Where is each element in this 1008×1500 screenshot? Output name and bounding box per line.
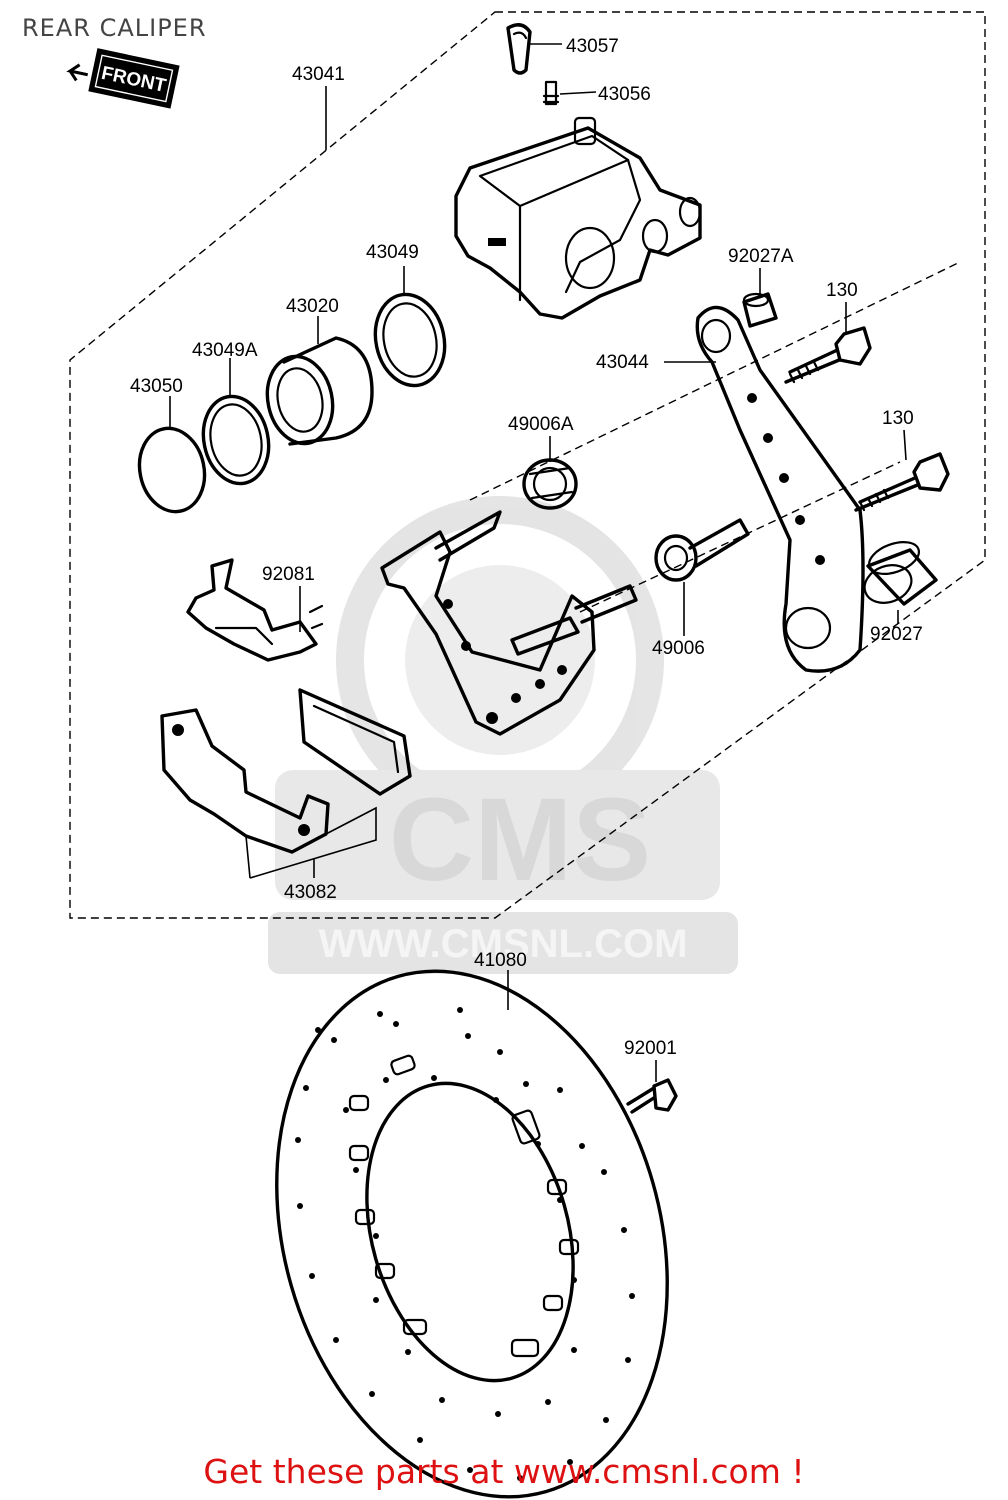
watermark-logo-text: CMS bbox=[389, 774, 651, 906]
watermark-banner bbox=[275, 770, 720, 900]
bolt-lower bbox=[854, 452, 950, 512]
part-labels: 43041 43057 43056 43049 43020 43049A 430… bbox=[130, 36, 923, 1059]
caliper-body bbox=[454, 116, 702, 320]
part-label: 92027 bbox=[870, 624, 923, 645]
piston-cap bbox=[137, 426, 207, 514]
footer-link-text[interactable]: Get these parts at www.cmsnl.com ! bbox=[203, 1452, 805, 1491]
disc-bolt bbox=[626, 1078, 678, 1114]
page-title: REAR CALIPER bbox=[22, 14, 207, 42]
caliper-piston bbox=[265, 336, 374, 446]
watermark-url-bar bbox=[268, 912, 738, 974]
bleeder-valve bbox=[542, 80, 560, 106]
part-label: 92081 bbox=[262, 564, 315, 585]
bleeder-cap bbox=[506, 23, 532, 75]
part-label: 49006 bbox=[652, 638, 705, 659]
part-label: 43050 bbox=[130, 376, 183, 397]
part-label: 130 bbox=[826, 280, 858, 301]
brake-disc bbox=[275, 969, 669, 1499]
piston-seal bbox=[373, 292, 447, 388]
part-label: 43082 bbox=[284, 882, 337, 903]
part-label: 49006A bbox=[508, 414, 574, 435]
pin-boot-a bbox=[522, 458, 578, 510]
pad-spring bbox=[186, 558, 324, 662]
assembly-boundary bbox=[69, 11, 986, 919]
sleeve-large bbox=[863, 541, 938, 606]
brake-pad-front bbox=[160, 708, 377, 879]
watermark-url-text: WWW.CMSNL.COM bbox=[319, 922, 688, 966]
collar-small bbox=[742, 292, 778, 328]
part-label: 43041 bbox=[292, 64, 345, 85]
part-label: 43049A bbox=[192, 340, 258, 361]
front-direction-badge: FRONT bbox=[66, 48, 180, 109]
part-label: 43056 bbox=[598, 84, 651, 105]
part-label: 41080 bbox=[474, 950, 527, 971]
dust-seal bbox=[201, 394, 271, 486]
part-label: 43020 bbox=[286, 296, 339, 317]
bolt-upper bbox=[784, 326, 872, 384]
brake-pad-rear bbox=[298, 688, 412, 796]
caliper-bracket bbox=[380, 510, 638, 736]
part-label: 43044 bbox=[596, 352, 649, 373]
part-label: 43049 bbox=[366, 242, 419, 263]
part-label: 92001 bbox=[624, 1038, 677, 1059]
torque-arm bbox=[695, 305, 865, 673]
part-label: 43057 bbox=[566, 36, 619, 57]
leader-lines bbox=[169, 43, 907, 1082]
pin-boot-b bbox=[654, 518, 750, 582]
part-label: 130 bbox=[882, 408, 914, 429]
part-label: 92027A bbox=[728, 246, 794, 267]
